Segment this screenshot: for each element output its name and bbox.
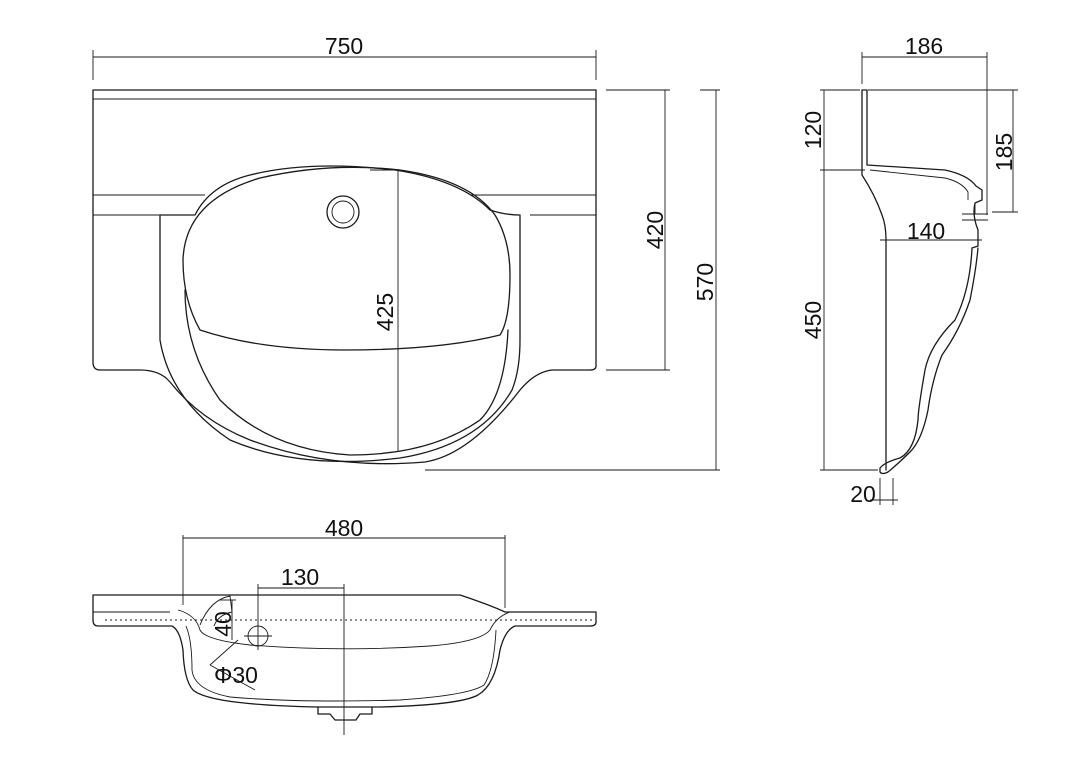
dim-label-tap-diameter: Φ30 — [214, 662, 258, 688]
front-view-bowl-wall — [185, 625, 497, 702]
top-view-bowl-upper — [182, 166, 511, 351]
dim-label-tap-offset: 130 — [281, 564, 319, 590]
dim-label-bowl-width: 480 — [325, 515, 363, 541]
front-view-tap-recess — [199, 595, 233, 627]
side-view-profile-inner — [861, 89, 887, 471]
side-view: 186 120 185 140 450 20 — [800, 33, 1018, 507]
dim-label-lip: 20 — [850, 481, 876, 507]
side-view-overflow-detail — [962, 203, 988, 221]
front-view-outline — [92, 594, 597, 708]
top-view-overflow-inner — [331, 200, 355, 224]
dim-label-top-width: 750 — [325, 33, 363, 59]
dim-label-side-width: 186 — [905, 33, 943, 59]
top-view-bowl-rim — [159, 165, 521, 463]
front-view-drain — [317, 706, 373, 721]
front-view-bowl-inner — [177, 609, 511, 650]
top-view-bowl-basin — [184, 289, 509, 456]
front-view: 480 130 40 Φ30 — [92, 515, 597, 735]
dim-label-drain-offset: 140 — [907, 218, 945, 244]
top-view-overflow-outer — [326, 195, 360, 229]
front-view-tap-leader — [209, 639, 239, 666]
top-view: 750 425 420 570 — [92, 33, 720, 471]
dim-label-side-top: 120 — [800, 111, 826, 149]
dim-label-body-height: 450 — [800, 301, 826, 339]
side-view-profile-outer — [861, 89, 983, 475]
dim-label-total-depth: 570 — [692, 263, 718, 301]
dim-label-tap-depth: 40 — [210, 611, 236, 637]
dim-label-overflow-height: 185 — [991, 133, 1017, 171]
side-view-inner-wall — [869, 169, 969, 200]
dim-label-back-height: 420 — [642, 211, 668, 249]
dim-label-bowl-depth: 425 — [372, 293, 398, 331]
